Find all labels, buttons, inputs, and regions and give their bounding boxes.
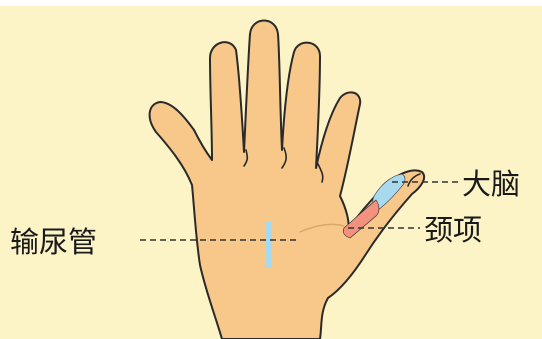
label-ureter: 输尿管 (10, 225, 97, 259)
label-neck: 颈项 (424, 213, 482, 247)
label-brain: 大脑 (462, 167, 520, 201)
ureter-zone (265, 222, 272, 268)
